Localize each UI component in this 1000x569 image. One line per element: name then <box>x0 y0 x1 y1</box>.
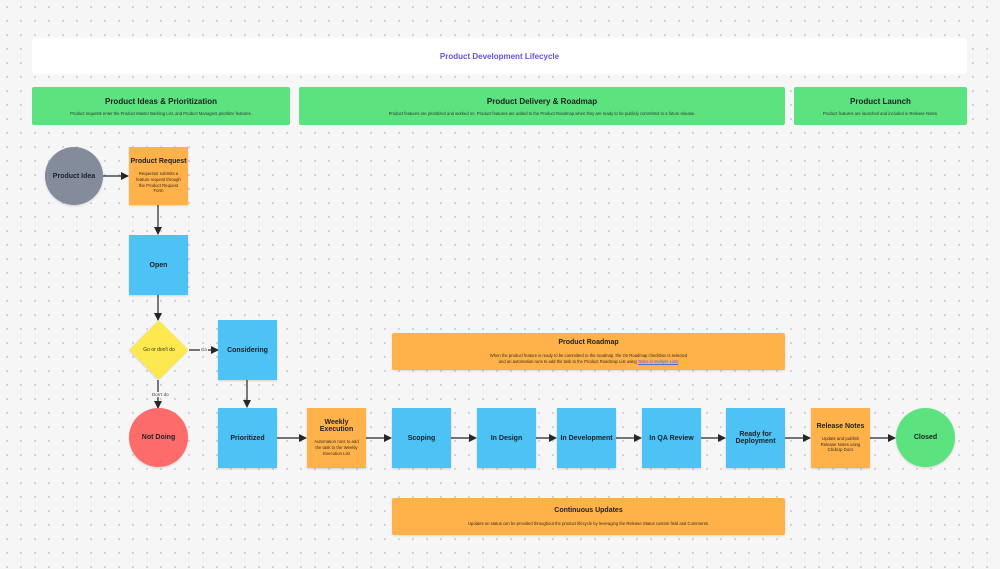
phase-description: Product requests enter the Product Maste… <box>70 110 252 116</box>
node-in-qa-review[interactable]: In QA Review <box>642 408 701 468</box>
phase-title: Product Ideas & Prioritization <box>104 96 217 106</box>
node-decision[interactable]: Go or don't do <box>129 320 189 380</box>
node-weekly-execution[interactable]: Weekly Execution Automation runs to add … <box>307 408 366 468</box>
node-label: In QA Review <box>649 434 694 442</box>
phase-description: Product features are launched and includ… <box>822 110 939 116</box>
note-description: Updates on status can be provided throug… <box>468 520 709 526</box>
node-considering[interactable]: Considering <box>218 320 277 380</box>
node-description: Requestor submits a feature request thro… <box>136 170 181 194</box>
phase-launch[interactable]: Product Launch Product features are laun… <box>794 87 967 125</box>
phase-ideas-prioritization[interactable]: Product Ideas & Prioritization Product r… <box>32 87 290 125</box>
tasks-in-multiple-lists-link[interactable]: Tasks in Multiple Lists <box>637 358 679 364</box>
node-prioritized[interactable]: Prioritized <box>218 408 277 468</box>
node-label: Go or don't do <box>143 346 175 353</box>
node-label: Considering <box>227 346 268 354</box>
node-product-idea[interactable]: Product Idea <box>45 147 103 205</box>
node-label: Product Request <box>130 157 187 165</box>
continuous-updates-note[interactable]: Continuous Updates Updates on status can… <box>392 498 785 535</box>
edge-label-go: Go <box>200 347 209 352</box>
phase-title: Product Delivery & Roadmap <box>486 96 598 106</box>
phase-description: Product features are prioritized and wor… <box>388 110 696 116</box>
note-description: When the product feature is ready to be … <box>490 353 687 365</box>
note-description-line-1: When the product feature is ready to be … <box>489 352 688 358</box>
node-label: Scoping <box>407 434 436 442</box>
node-release-notes[interactable]: Release Notes Update and publish Release… <box>811 408 870 468</box>
node-label: In Development <box>560 434 613 442</box>
node-label: Open <box>149 261 168 269</box>
node-description: Update and publish Release Notes using C… <box>820 435 861 453</box>
page-title: Product Development Lifecycle <box>32 38 967 74</box>
node-ready-for-deployment[interactable]: Ready for Deployment <box>726 408 785 468</box>
product-roadmap-note[interactable]: Product Roadmap When the product feature… <box>392 333 785 370</box>
node-label: Not Doing <box>141 434 176 441</box>
node-not-doing[interactable]: Not Doing <box>129 408 188 467</box>
node-open[interactable]: Open <box>129 235 188 295</box>
node-in-design[interactable]: In Design <box>477 408 536 468</box>
node-description: Automation runs to add the task to the W… <box>314 439 359 456</box>
node-label: Weekly Execution <box>319 419 354 434</box>
node-label: Ready for Deployment <box>735 431 776 445</box>
note-title: Continuous Updates <box>554 506 623 514</box>
phase-delivery-roadmap[interactable]: Product Delivery & Roadmap Product featu… <box>299 87 785 125</box>
node-label: In Design <box>490 434 523 442</box>
node-label: Product Idea <box>52 172 96 180</box>
node-in-development[interactable]: In Development <box>557 408 616 468</box>
edge-label-dont-do: Don't do <box>151 392 170 397</box>
node-label: Release Notes <box>816 422 865 430</box>
note-description-line-2: and an automation runs to add the task t… <box>498 358 637 364</box>
node-label: Closed <box>913 434 938 441</box>
node-closed[interactable]: Closed <box>896 408 955 467</box>
node-product-request[interactable]: Product Request Requestor submits a feat… <box>129 147 188 205</box>
node-scoping[interactable]: Scoping <box>392 408 451 468</box>
phase-title: Product Launch <box>850 96 911 106</box>
note-title: Product Roadmap <box>558 338 619 346</box>
node-label: Prioritized <box>230 434 265 442</box>
